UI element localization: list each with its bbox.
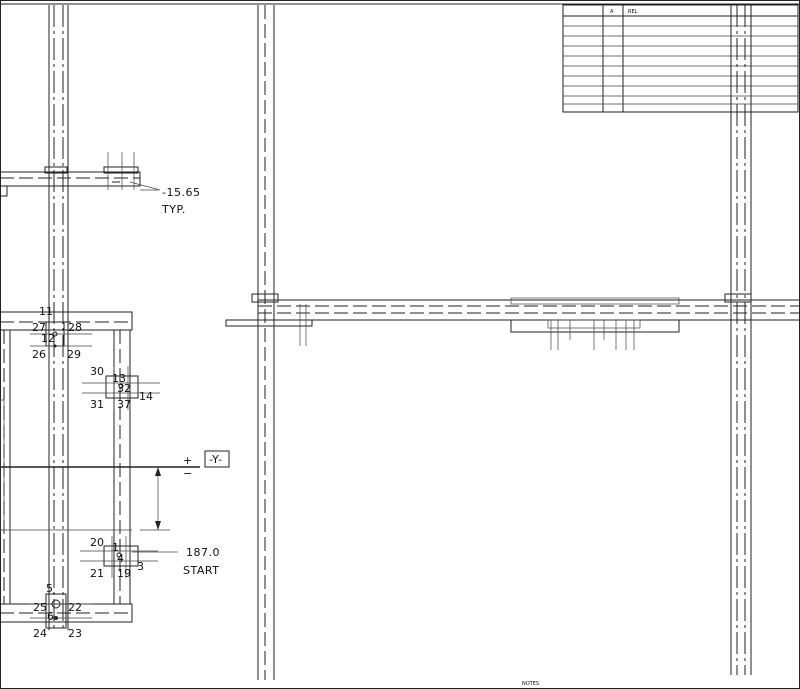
point-label-27: 27: [32, 321, 46, 334]
upper-left-beam: [0, 152, 161, 197]
revision-header-rel: REL: [628, 9, 638, 15]
point-label-5: 5: [46, 582, 53, 595]
point-group-bottom: 5 25 22 6 24 23: [30, 582, 92, 640]
point-label-37: 37: [117, 398, 131, 411]
y-axis-minus: −: [183, 467, 192, 480]
point-label-11: 11: [39, 305, 53, 318]
y-axis-plus: +: [183, 454, 192, 467]
start-dimension-value: 187.0: [186, 546, 220, 559]
offset-dimension-value: -15.65: [162, 186, 200, 199]
point-label-19: 19: [117, 567, 131, 580]
right-beam: [225, 293, 800, 350]
revision-header-a: A: [610, 9, 614, 15]
point-label-23: 23: [68, 627, 82, 640]
point-label-32: 32: [117, 382, 131, 395]
point-label-6: 6: [47, 610, 54, 623]
point-label-13: 13: [112, 372, 126, 385]
point-label-28: 28: [68, 321, 82, 334]
y-axis-label: -Y-: [209, 453, 223, 466]
vertical-column-lines: [48, 5, 752, 680]
point-label-14: 14: [139, 390, 153, 403]
point-label-1: 1: [112, 541, 119, 554]
point-group-top: 11 27 28 12 26 29: [30, 305, 92, 361]
point-label-25: 25: [33, 601, 47, 614]
point-label-4: 4: [117, 552, 124, 565]
point-label-20: 20: [90, 536, 104, 549]
revision-table: A REL: [562, 4, 799, 113]
point-label-12: 12: [41, 332, 55, 345]
notes-label: NOTES: [522, 681, 539, 687]
start-dimension-note: START: [183, 564, 219, 577]
point-label-21: 21: [90, 567, 104, 580]
point-label-3: 3: [137, 560, 144, 573]
point-label-30: 30: [90, 365, 104, 378]
y-axis-reference: [0, 450, 230, 553]
point-group-lower-right: 20 1 4 3 21 19: [80, 536, 158, 580]
point-label-26: 26: [32, 348, 46, 361]
point-label-29: 29: [67, 348, 81, 361]
point-group-upper-right: 30 13 32 31 37 14: [82, 365, 160, 411]
point-label-22: 22: [68, 601, 82, 614]
offset-dimension-note: TYP.: [161, 203, 186, 216]
point-label-31: 31: [90, 398, 104, 411]
point-label-24: 24: [33, 627, 47, 640]
